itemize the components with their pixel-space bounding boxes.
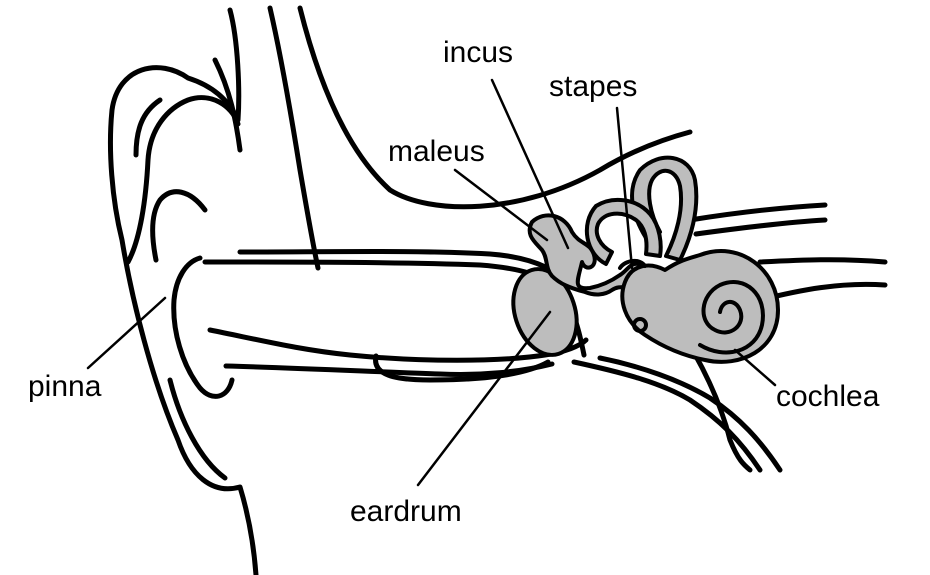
leader-pinna	[86, 296, 167, 370]
eardrum-shape	[511, 267, 579, 357]
label-maleus: maleus	[388, 135, 485, 168]
nerve-line-2	[693, 217, 828, 237]
semicircular-canal-lower	[585, 197, 663, 266]
cochlea-shape	[620, 249, 780, 364]
pinna-antihelix	[133, 97, 163, 158]
pinna-helix	[125, 95, 241, 265]
label-eardrum: eardrum	[350, 495, 462, 528]
skull-line-1	[267, 5, 321, 271]
canal-bulge	[373, 353, 551, 383]
pinna-outline	[107, 7, 259, 575]
nerve-line-1	[687, 202, 828, 223]
pinna-concha	[171, 255, 235, 399]
leader-incus	[490, 78, 570, 250]
lower-canal-line-2	[597, 355, 783, 473]
leader-eardrum	[416, 310, 552, 487]
label-cochlea: cochlea	[776, 380, 880, 413]
leader-maleus	[453, 168, 549, 242]
skull-line-2	[297, 5, 693, 210]
nerve-line-3	[757, 257, 888, 265]
leader-stapes	[615, 106, 634, 270]
lower-canal-line-1	[571, 359, 763, 473]
leader-cochlea	[733, 348, 777, 387]
cochlea-spiral	[698, 280, 765, 355]
label-pinna: pinna	[28, 370, 102, 403]
skull-line-3	[212, 57, 243, 153]
pinna-inner-fold	[150, 189, 208, 263]
label-incus: incus	[443, 36, 514, 69]
pinna-lobe	[167, 377, 228, 481]
label-stapes: stapes	[549, 70, 638, 103]
round-window	[632, 317, 648, 333]
